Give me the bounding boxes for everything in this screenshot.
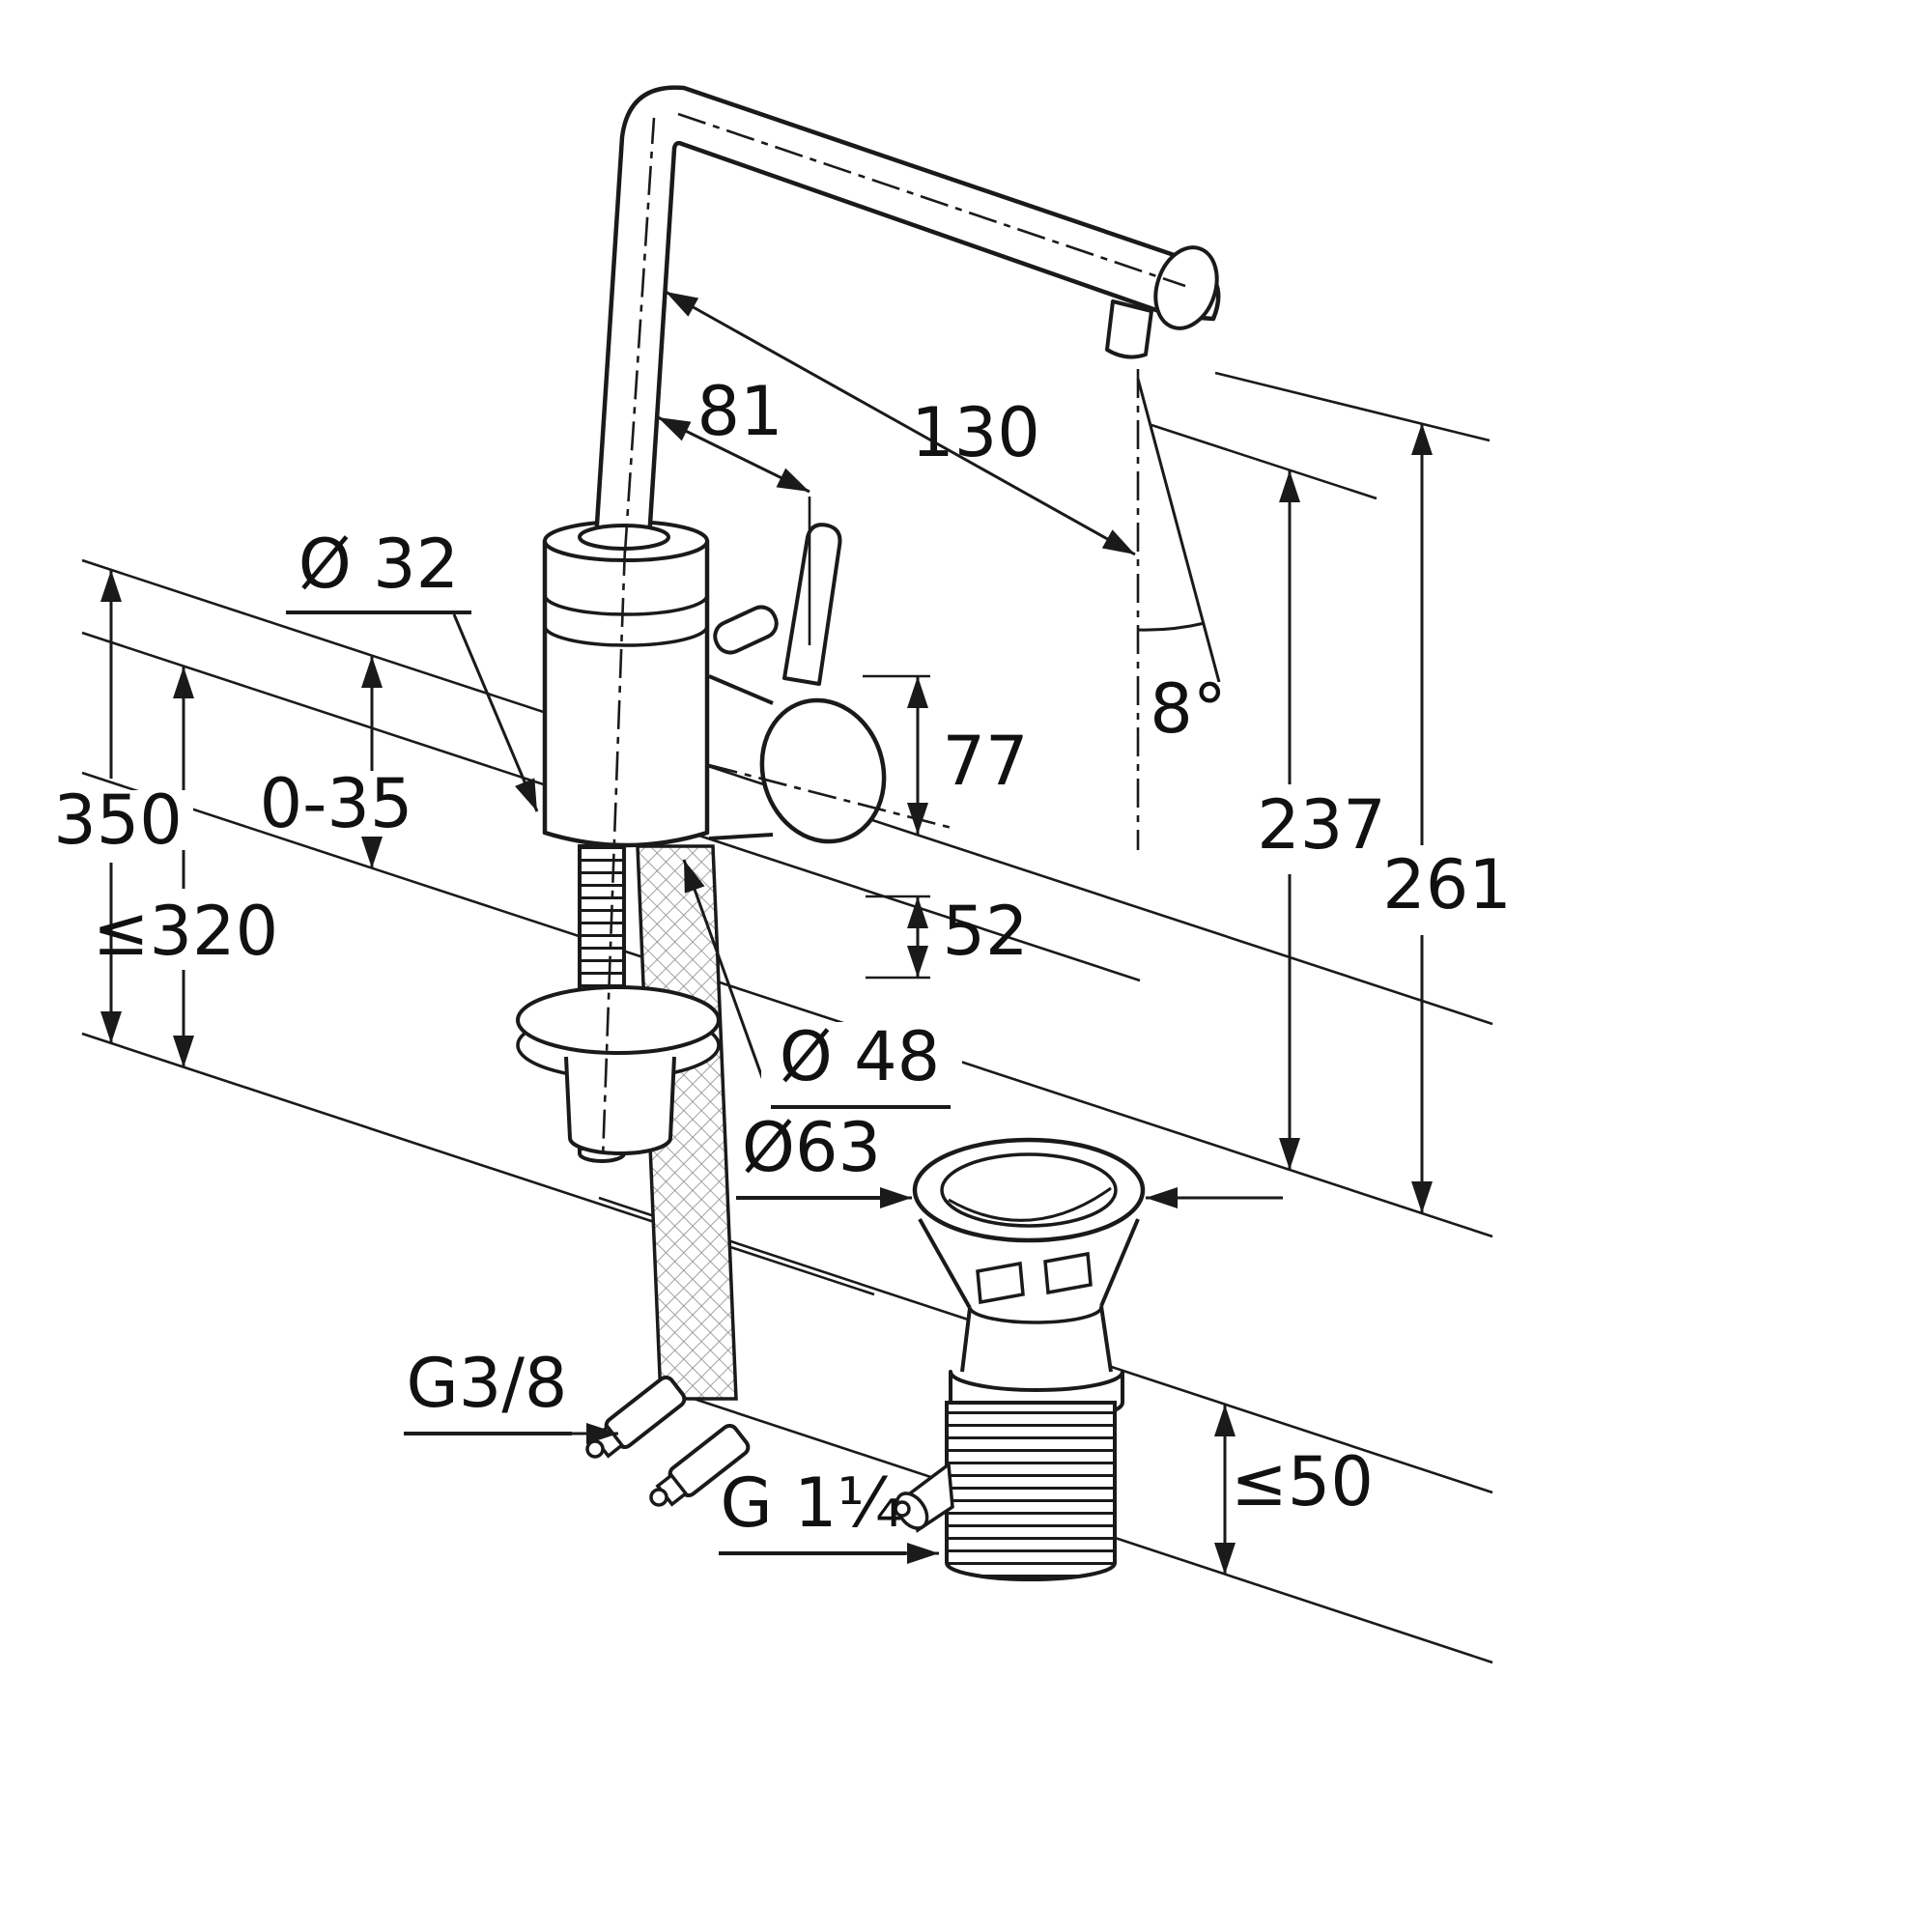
- dimension-labels: 81 130 Ø 32 0-35 350 ≤320 77 52 237 261 …: [53, 372, 1512, 1543]
- spout-angle-line: [1136, 378, 1221, 683]
- drain-thread-body: [945, 1401, 1117, 1581]
- center-lines: [601, 112, 1186, 1160]
- overflow-slot: [976, 1261, 1025, 1305]
- diameter-label-48: Ø 48: [780, 1017, 940, 1096]
- diameter-label-32: Ø 32: [298, 525, 459, 604]
- drain-assembly: [894, 1137, 1146, 1581]
- thread-label-supply: G3/8: [407, 1344, 568, 1423]
- handle-pin: [713, 605, 779, 655]
- lever-blade: [782, 523, 842, 686]
- handle-lever: [708, 523, 887, 844]
- diameter-label-63: Ø63: [742, 1108, 881, 1187]
- dia32-leader: [452, 613, 539, 812]
- dimension-label-261: 261: [1382, 845, 1512, 924]
- supply-hoses: [636, 844, 738, 1401]
- hose-connectors: [585, 1375, 751, 1507]
- faucet-parts: [516, 85, 1221, 1581]
- label-backgrounds: [48, 682, 1233, 1117]
- dimension-label-320: ≤320: [93, 892, 278, 971]
- dimension-label-350: 350: [53, 781, 183, 860]
- dimension-label-77: 77: [942, 722, 1028, 801]
- dimension-label-130: 130: [911, 393, 1040, 472]
- spout-angle-arc: [1137, 621, 1206, 632]
- label-underlines: [286, 611, 951, 1555]
- spout-end-cap: [1153, 245, 1219, 330]
- dimension-label-52: 52: [942, 892, 1028, 971]
- dimension-label-81: 81: [696, 372, 782, 451]
- overflow-slot: [1043, 1251, 1093, 1295]
- dimension-label-50: ≤50: [1231, 1442, 1374, 1521]
- dimension-label-237: 237: [1257, 785, 1386, 865]
- mounting-washer: [516, 985, 721, 1155]
- spout-outlet-nozzle: [1105, 299, 1153, 359]
- angle-label-8deg: 8°: [1150, 669, 1227, 749]
- spout-pipe: [578, 85, 1221, 551]
- range-label-0-35: 0-35: [260, 764, 413, 843]
- dia48-leader: [682, 859, 775, 1108]
- dimension-lines: [100, 290, 1433, 1575]
- mixer-body: [542, 520, 710, 848]
- thread-label-drain: G 1¼: [721, 1463, 903, 1543]
- pipe-collar: [578, 524, 670, 551]
